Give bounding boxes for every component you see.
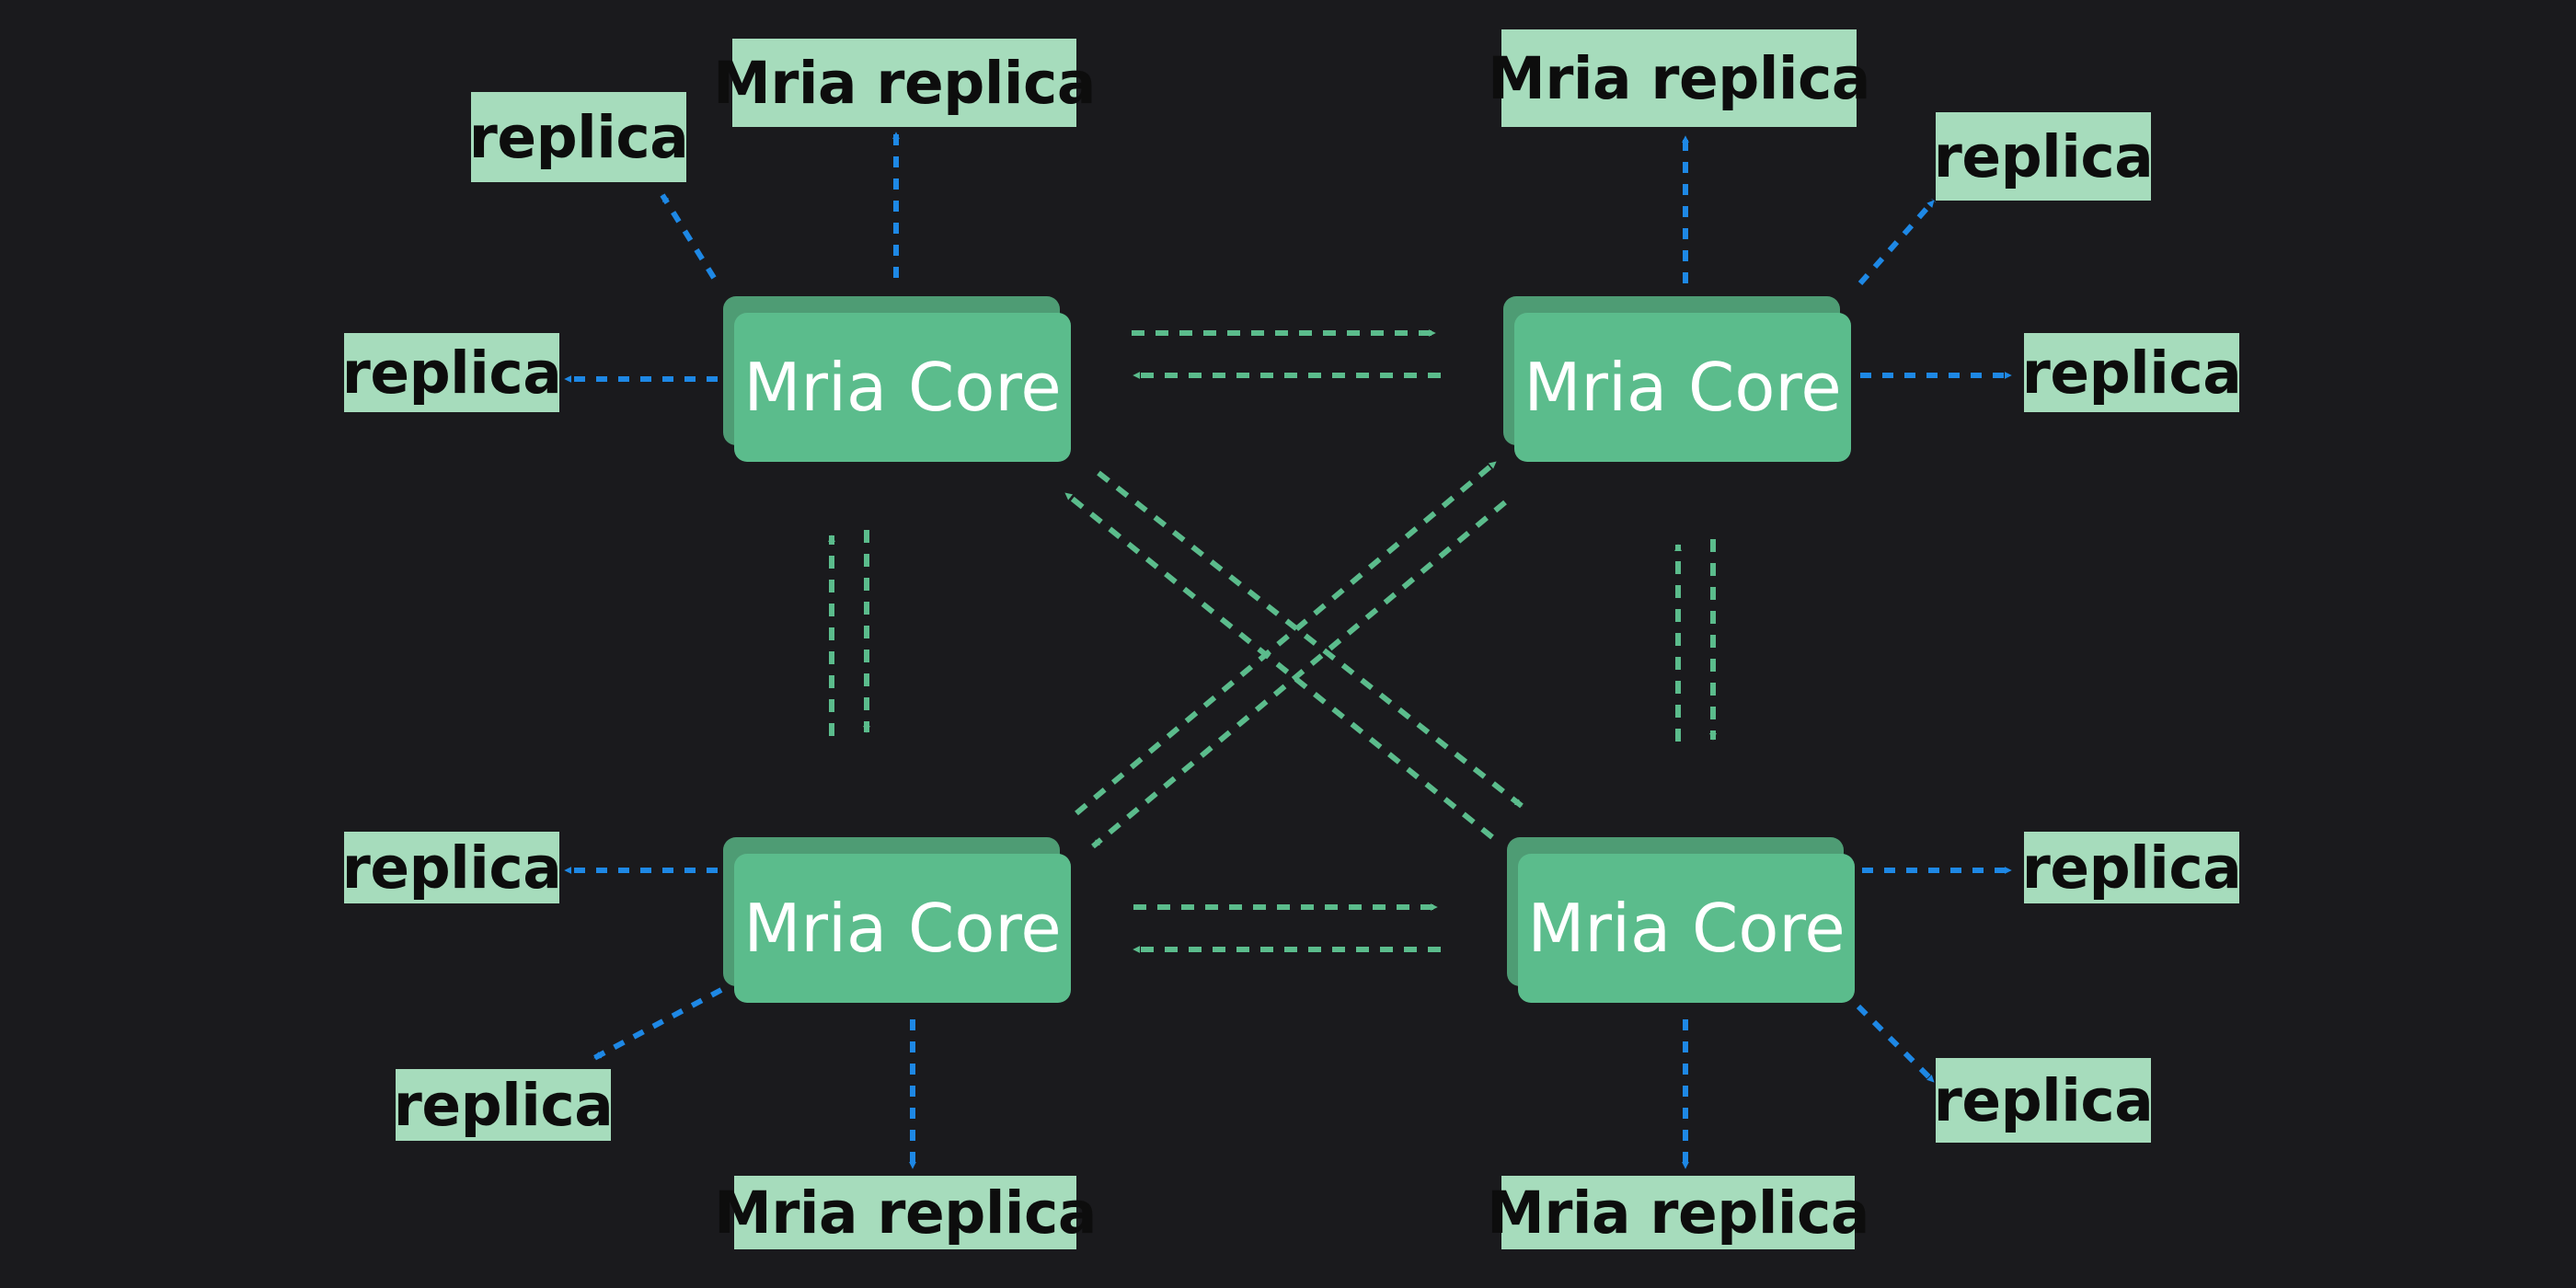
link-bl-to-tr <box>1075 459 1498 816</box>
replica-br-downright: replica <box>1934 1058 2154 1143</box>
link-tl-upleft-replica <box>660 193 717 280</box>
mria-core-top-right: Mria Core <box>1514 313 1851 462</box>
link-bl-downleft-replica <box>592 987 723 1061</box>
replica-br-right: replica <box>2022 832 2242 903</box>
core-label: Mria Core <box>1524 349 1842 426</box>
link-tl-to-br <box>1097 470 1524 809</box>
replica-tl-top: Mria replica <box>713 39 1096 127</box>
replica-tr-upright: replica <box>1934 112 2154 201</box>
mria-core-bottom-left: Mria Core <box>734 854 1071 1003</box>
replica-tr-top: Mria replica <box>1488 29 1870 127</box>
core-label: Mria Core <box>1527 890 1846 967</box>
replica-br-bottom: Mria replica <box>1487 1176 1869 1249</box>
replica-links <box>564 132 2012 1169</box>
link-br-downright-replica <box>1856 1004 1937 1085</box>
mria-core-top-left: Mria Core <box>734 313 1071 462</box>
link-br-to-tl <box>1064 490 1494 840</box>
core-label: Mria Core <box>743 890 1062 967</box>
replica-tl-upleft: replica <box>469 92 689 182</box>
replica-bl-left: replica <box>342 832 562 903</box>
replica-tl-left: replica <box>342 333 562 412</box>
replica-bl-downleft: replica <box>394 1069 614 1141</box>
core-label: Mria Core <box>743 349 1062 426</box>
replica-bl-bottom: Mria replica <box>714 1176 1097 1249</box>
replica-tr-right: replica <box>2022 333 2242 412</box>
mria-core-bottom-right: Mria Core <box>1518 854 1855 1003</box>
link-tr-to-bl <box>1091 500 1507 849</box>
core-links <box>828 329 1717 953</box>
link-tr-upright-replica <box>1857 199 1937 285</box>
